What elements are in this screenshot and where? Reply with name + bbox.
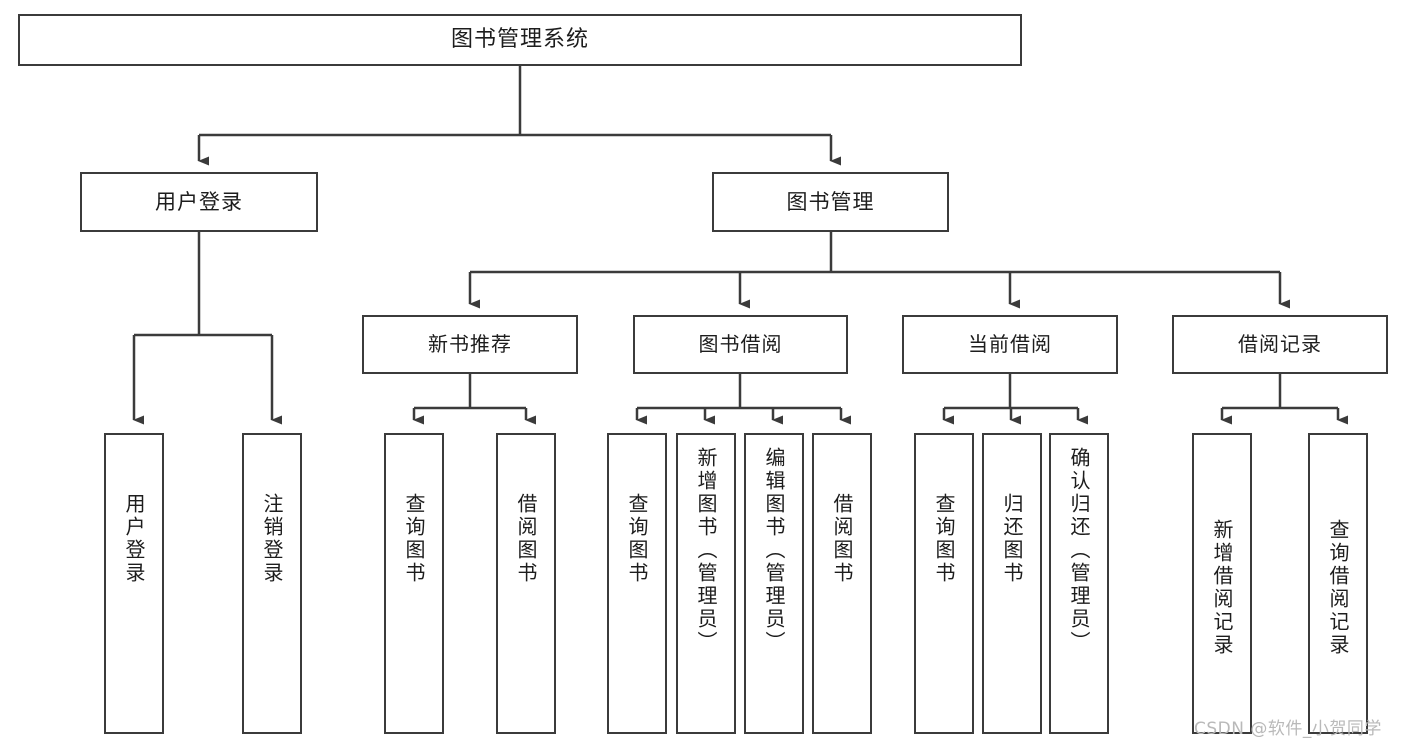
node-borrow-record[interactable]: 借阅记录	[1172, 315, 1388, 374]
leaf-query-book-borrow-label: 查询图书	[625, 493, 649, 585]
node-current-borrow-label: 当前借阅	[968, 332, 1052, 356]
node-book-management[interactable]: 图书管理	[712, 172, 949, 232]
leaf-user-logout[interactable]: 注销登录	[242, 433, 302, 734]
node-root-label: 图书管理系统	[450, 27, 589, 53]
node-user-login-label: 用户登录	[155, 189, 243, 214]
leaf-edit-book-admin-label: 编辑图书（管理员）	[762, 447, 786, 654]
leaf-borrow-book[interactable]: 借阅图书	[812, 433, 872, 734]
leaf-query-book-current-label: 查询图书	[932, 493, 956, 585]
leaf-query-book-recommend-label: 查询图书	[402, 493, 426, 585]
leaf-borrow-book-recommend-label: 借阅图书	[514, 493, 538, 585]
leaf-query-book-current[interactable]: 查询图书	[914, 433, 974, 734]
leaf-user-logout-label: 注销登录	[260, 493, 284, 585]
leaf-confirm-return-admin[interactable]: 确认归还（管理员）	[1049, 433, 1109, 734]
node-root[interactable]: 图书管理系统	[18, 14, 1022, 66]
node-borrow-record-label: 借阅记录	[1238, 332, 1322, 356]
leaf-query-borrow-record-label: 查询借阅记录	[1326, 519, 1350, 657]
leaf-borrow-book-label: 借阅图书	[830, 493, 854, 585]
leaf-confirm-return-admin-label: 确认归还（管理员）	[1067, 447, 1091, 654]
watermark: CSDN @软件_小贺同学	[1194, 719, 1382, 739]
leaf-add-book-admin-label: 新增图书（管理员）	[694, 447, 718, 654]
node-book-management-label: 图书管理	[786, 189, 875, 214]
node-new-book-recommend[interactable]: 新书推荐	[362, 315, 578, 374]
leaf-return-book-label: 归还图书	[1000, 493, 1024, 585]
leaf-query-book-recommend[interactable]: 查询图书	[384, 433, 444, 734]
leaf-add-borrow-record-label: 新增借阅记录	[1210, 519, 1234, 657]
leaf-user-login[interactable]: 用户登录	[104, 433, 164, 734]
leaf-query-book-borrow[interactable]: 查询图书	[607, 433, 667, 734]
leaf-add-book-admin[interactable]: 新增图书（管理员）	[676, 433, 736, 734]
node-book-borrow-label: 图书借阅	[698, 332, 783, 356]
leaf-add-borrow-record[interactable]: 新增借阅记录	[1192, 433, 1252, 734]
leaf-user-login-label: 用户登录	[122, 493, 146, 585]
leaf-query-borrow-record[interactable]: 查询借阅记录	[1308, 433, 1368, 734]
leaf-borrow-book-recommend[interactable]: 借阅图书	[496, 433, 556, 734]
leaf-return-book[interactable]: 归还图书	[982, 433, 1042, 734]
node-user-login[interactable]: 用户登录	[80, 172, 318, 232]
node-new-book-recommend-label: 新书推荐	[428, 332, 512, 356]
node-current-borrow[interactable]: 当前借阅	[902, 315, 1118, 374]
node-book-borrow[interactable]: 图书借阅	[633, 315, 848, 374]
leaf-edit-book-admin[interactable]: 编辑图书（管理员）	[744, 433, 804, 734]
